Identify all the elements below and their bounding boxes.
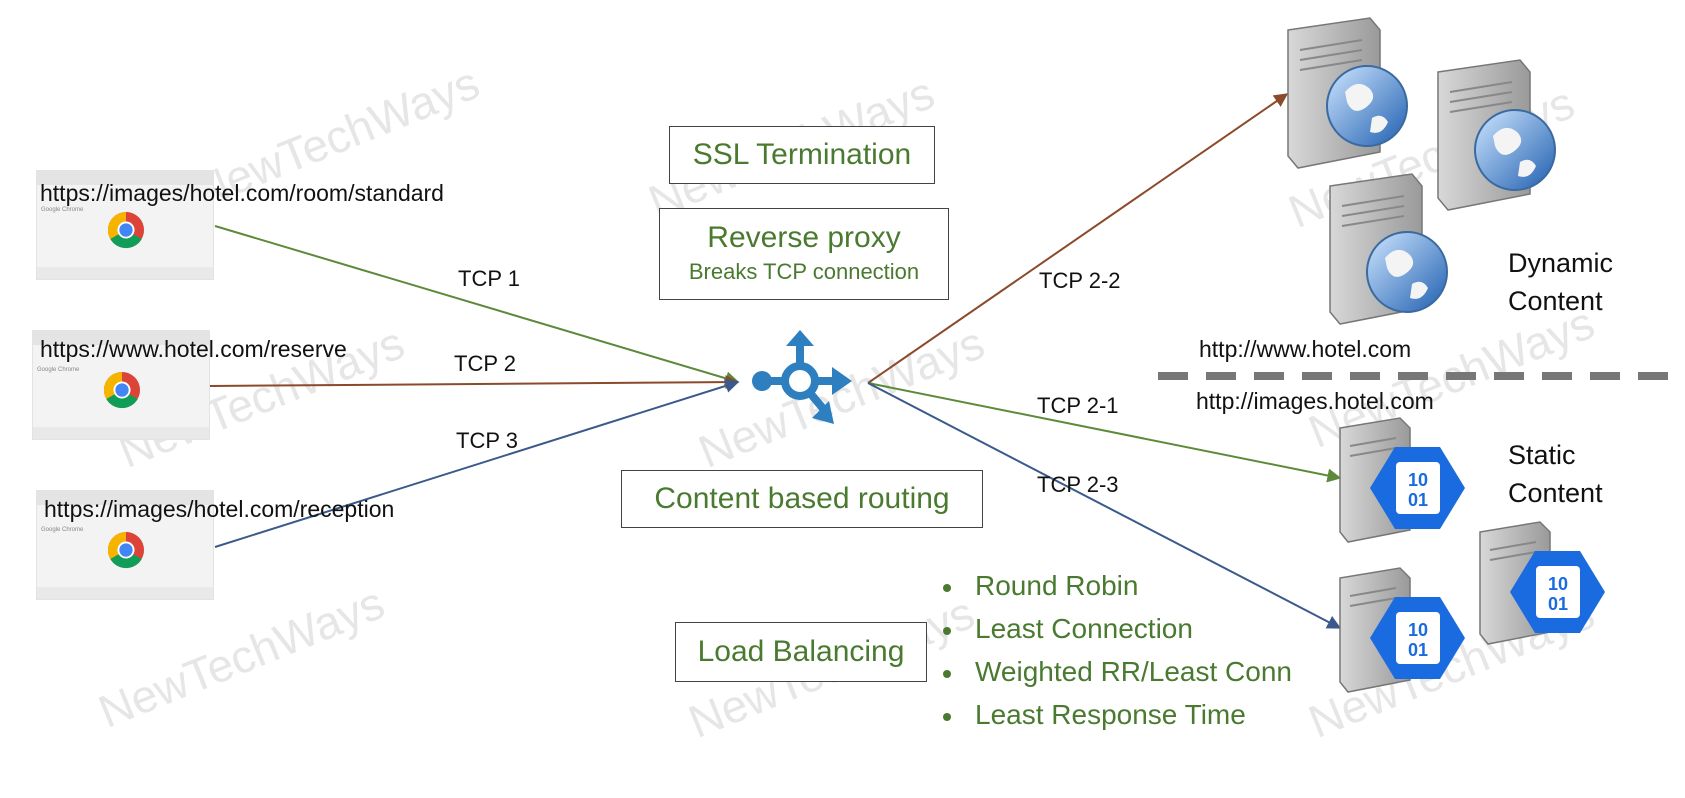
browser-window: Google Chrome	[32, 330, 210, 440]
backend-tcp-label: TCP 2-1	[1037, 393, 1119, 418]
tcp3-link	[214, 379, 740, 548]
algorithm-item: Round Robin	[943, 570, 1138, 602]
content-routing-label: Content based routing	[654, 482, 950, 515]
ssl-termination-label: SSL Termination	[692, 138, 912, 171]
binary-icon-text: 10	[1408, 620, 1428, 640]
algorithm-item: Least Connection	[943, 613, 1193, 645]
tcp2-3-link	[867, 382, 1342, 629]
web-server-icon	[1437, 59, 1556, 211]
reverse-proxy-box: Reverse proxy Breaks TCP connection	[659, 208, 949, 300]
chrome-icon	[107, 211, 145, 249]
static-content-label: Static Content	[1508, 440, 1603, 508]
reverse-proxy-sublabel: Breaks TCP connection	[688, 259, 920, 284]
binary-icon-text: 01	[1408, 640, 1428, 660]
dynamic-host-label: http://www.hotel.com	[1199, 336, 1412, 362]
binary-icon-text: 01	[1408, 490, 1428, 510]
browser-window: Google Chrome	[36, 170, 214, 280]
algorithm-item: Least Response Time	[943, 699, 1246, 731]
dynamic-content-label: Dynamic Content	[1508, 248, 1614, 316]
browser-name: Google Chrome	[41, 527, 84, 533]
static-server-icon: 10 01	[1339, 417, 1465, 543]
client-url: https://www.hotel.com/reserve	[40, 336, 347, 362]
browser-name: Google Chrome	[41, 207, 84, 213]
load-balancing-box: Load Balancing	[675, 622, 927, 682]
binary-icon-text: 10	[1408, 470, 1428, 490]
static-server-icon: 10 01	[1339, 567, 1465, 693]
backend-tcp-label: TCP 2-3	[1037, 472, 1119, 497]
static-server-icon: 10 01	[1479, 521, 1605, 645]
tcp2-1-link	[867, 382, 1342, 483]
client-url: https://images/hotel.com/reception	[44, 496, 395, 522]
backend-tcp-label: TCP 2-2	[1039, 268, 1121, 293]
ssl-termination-box: SSL Termination	[669, 126, 935, 184]
browser-window: Google Chrome	[36, 490, 214, 600]
tcp-label: TCP 1	[458, 266, 520, 291]
reverse-proxy-label: Reverse proxy	[707, 221, 901, 254]
browser-name: Google Chrome	[37, 367, 80, 373]
web-server-icon	[1287, 17, 1408, 169]
tcp-label: TCP 2	[454, 351, 516, 376]
chrome-icon	[107, 531, 145, 569]
client-url: https://images/hotel.com/room/standard	[40, 180, 444, 206]
chrome-icon	[103, 371, 141, 409]
tcp-label: TCP 3	[456, 428, 518, 453]
binary-icon-text: 10	[1548, 574, 1568, 594]
web-server-icon	[1329, 173, 1448, 325]
static-host-label: http://images.hotel.com	[1196, 388, 1434, 414]
load-balancing-label: Load Balancing	[697, 635, 905, 668]
tcp1-link	[214, 225, 740, 386]
tcp2-link	[209, 375, 740, 390]
algorithm-item: Weighted RR/Least Conn	[943, 656, 1292, 688]
content-routing-box: Content based routing	[621, 470, 983, 528]
load-balancer-icon	[752, 330, 852, 424]
tcp2-2-link	[867, 93, 1289, 384]
binary-icon-text: 01	[1548, 594, 1568, 614]
